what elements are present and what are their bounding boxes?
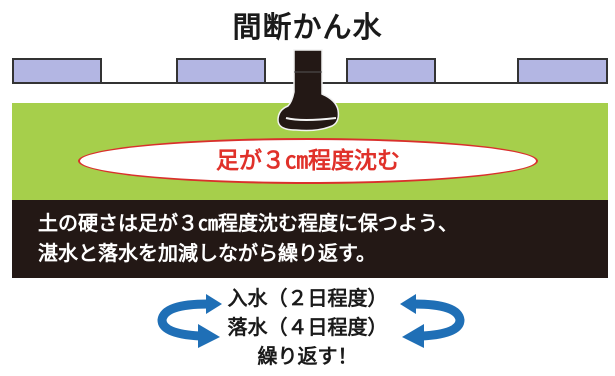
description-line-1: 土の硬さは足が３㎝程度沈む程度に保つよう、 [38, 211, 458, 235]
diagram-title: 間断かん水 [232, 10, 383, 44]
cycle-arrow-left-icon [157, 294, 222, 348]
stepping-tile [517, 58, 608, 84]
cycle-arrow-right-icon [400, 294, 465, 348]
cycle-steps: 入水（２日程度） 落水（４日程度） 繰り返す！ [0, 284, 615, 371]
stepping-tile [176, 58, 266, 84]
highlight-text: 足が３㎝程度沈む [216, 147, 400, 174]
description-line-2: 湛水と落水を加減しながら繰り返す。 [38, 241, 376, 265]
rubber-boot-icon [277, 49, 340, 132]
highlight-oval [78, 138, 538, 184]
step-inflow: 入水（２日程度） [227, 286, 388, 310]
stepping-tile [346, 58, 436, 84]
step-repeat: 繰り返す！ [257, 344, 358, 368]
stepping-tile [12, 58, 102, 84]
description-box: 土の硬さは足が３㎝程度沈む程度に保つよう、 湛水と落水を加減しながら繰り返す。 [12, 200, 608, 278]
step-drainage: 落水（４日程度） [227, 315, 388, 339]
